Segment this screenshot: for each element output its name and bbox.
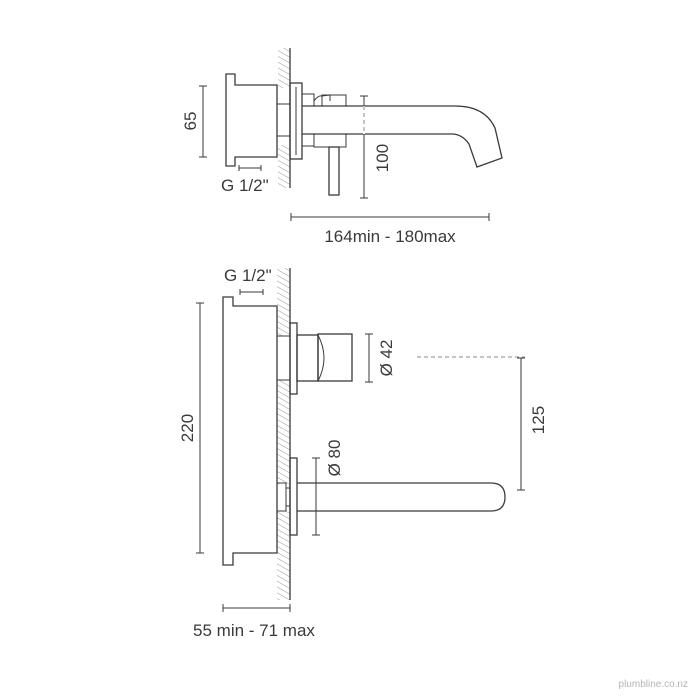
dim-42: Ø 42 [365,333,396,383]
handle-bottom [313,133,347,148]
label-42: Ø 42 [377,340,396,377]
dim-80: Ø 80 [312,440,344,536]
dim-projection: 164min - 180max [290,213,490,246]
label-80: Ø 80 [325,440,344,477]
label-thread-top: G 1/2" [221,176,269,195]
label-thread-bottom: G 1/2" [224,266,272,285]
label-220: 220 [178,414,197,442]
label-wall-depth: 55 min - 71 max [193,621,315,640]
spout-top-view [302,105,503,168]
spout-front-view [297,482,506,512]
label-65: 65 [181,112,200,131]
label-projection: 164min - 180max [324,227,456,246]
dim-wall-depth: 55 min - 71 max [193,604,315,640]
lever [328,146,340,196]
handle-top [321,94,347,107]
wall-plate [289,82,303,160]
concealed-body [225,73,278,167]
dim-100: 100 [360,95,392,199]
dim-125: 125 [417,356,548,491]
top-view: 65 G 1/2" 100 164min - 180max [181,48,503,246]
wall-hatch-2 [277,268,290,600]
concealed-body-2 [222,296,278,566]
dim-thread-bottom: G 1/2" [224,266,272,295]
label-100: 100 [373,144,392,172]
label-125: 125 [529,406,548,434]
handle-cap [317,333,353,382]
dim-thread-top: G 1/2" [221,165,269,195]
handle-stem [296,334,319,382]
dim-220: 220 [178,302,204,554]
spout-rosette [289,457,298,536]
watermark: plumbline.co.nz [618,679,688,690]
front-view: G 1/2" 220 Ø 42 125 Ø [178,266,548,640]
handle-rosette [289,322,298,395]
dim-65: 65 [181,85,207,158]
